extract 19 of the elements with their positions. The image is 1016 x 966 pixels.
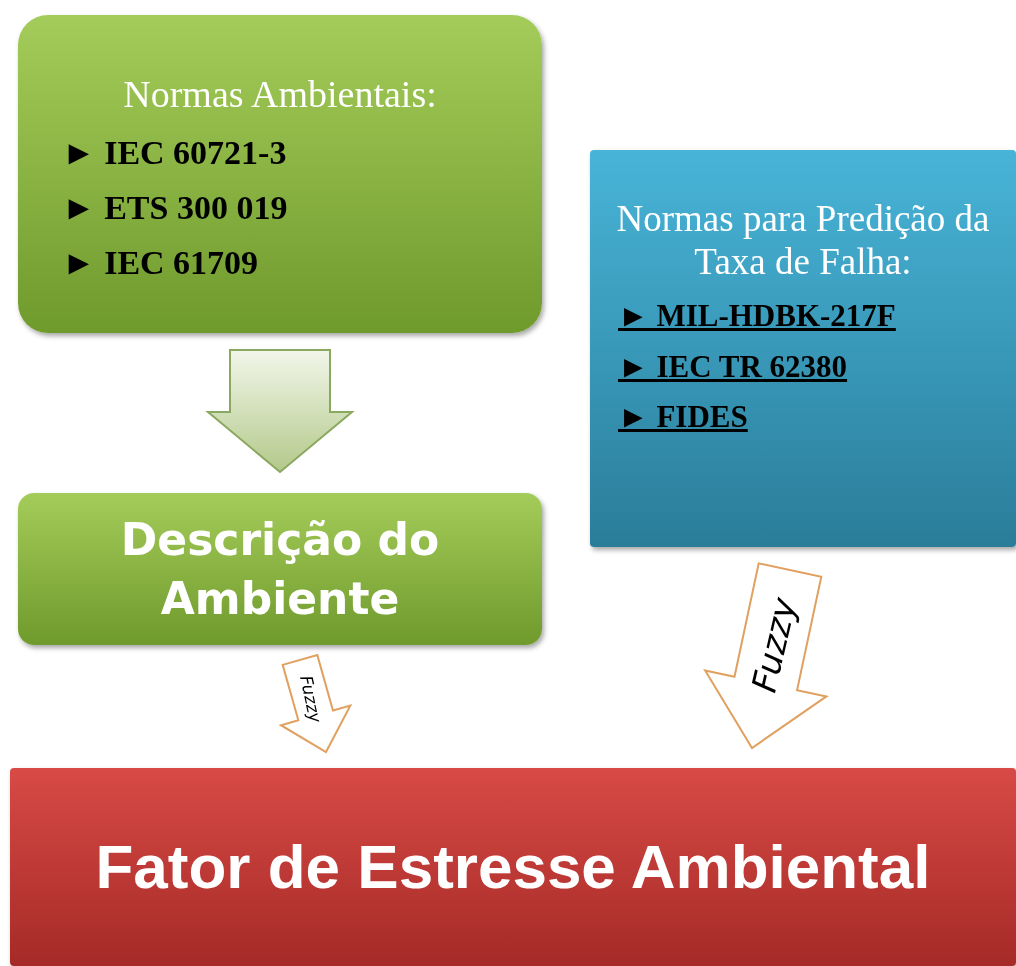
block-arrow [278, 653, 353, 754]
block-arrow [703, 562, 829, 750]
edge-label: Fuzzy [743, 593, 805, 696]
list-item: ► FIDES [617, 398, 748, 437]
box-heading: Normas para Predição da Taxa de Falha: [615, 198, 991, 284]
list-item: ► MIL-HDBK-217F [617, 297, 896, 336]
process-box [590, 150, 1016, 547]
edge-label: Fuzzy [296, 673, 326, 725]
box-title: Descrição do Ambiente [119, 512, 441, 626]
process-box [18, 493, 542, 645]
list-item: ► IEC 61709 [61, 242, 259, 283]
list-item: ► IEC TR 62380 [617, 347, 848, 386]
list-item: ► IEC 60721-3 [61, 132, 287, 173]
box-heading: Normas Ambientais: [122, 73, 438, 117]
result-box [10, 768, 1016, 966]
box-title: Fator de Estresse Ambiental [94, 831, 932, 904]
block-arrow [205, 349, 355, 474]
process-box [18, 15, 542, 333]
list-item: ► ETS 300 019 [61, 187, 288, 228]
